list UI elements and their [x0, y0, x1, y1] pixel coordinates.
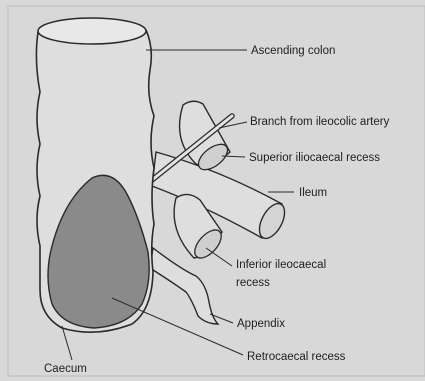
label-ileum: Ileum — [299, 187, 327, 199]
label-appendix: Appendix — [237, 318, 285, 330]
label-superior-recess: Superior iliocaecal recess — [249, 152, 380, 164]
label-ascending-colon: Ascending colon — [251, 45, 335, 57]
label-inferior-recess-line1: Inferior ileocaecal — [236, 259, 326, 271]
label-caecum: Caecum — [44, 363, 87, 375]
colon-cut-end — [38, 18, 146, 44]
label-branch-artery: Branch from ileocolic artery — [250, 116, 390, 128]
label-inferior-recess-line2: recess — [236, 277, 270, 289]
label-retrocaecal-recess: Retrocaecal recess — [247, 351, 346, 363]
